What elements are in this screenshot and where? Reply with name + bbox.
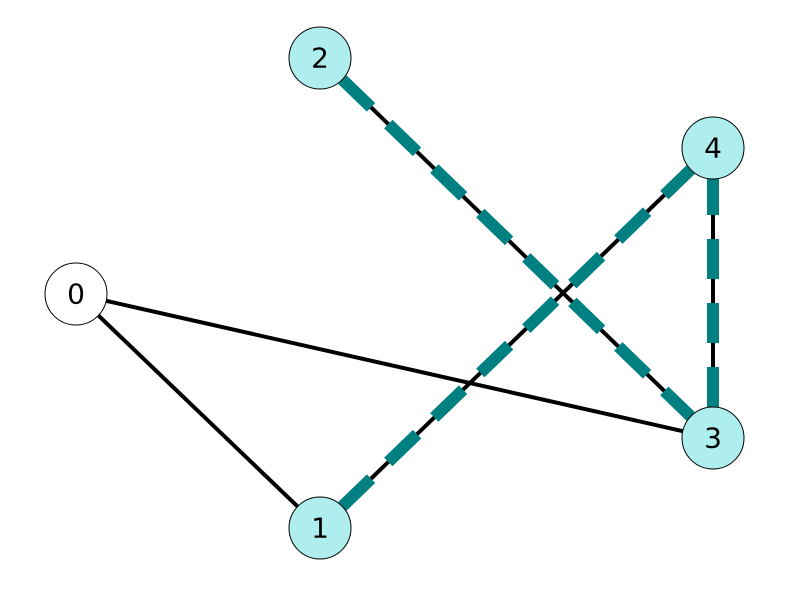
- node-circle-2: [288, 26, 352, 90]
- node-3: 3: [681, 406, 745, 470]
- node-0: 0: [44, 262, 108, 326]
- nodes-layer: 0 1 2 3 4: [44, 26, 745, 560]
- edges-layer: [74, 56, 719, 530]
- node-label-2: 2: [311, 42, 329, 75]
- edge-0-1: [74, 292, 322, 530]
- node-4: 4: [681, 116, 745, 180]
- node-1: 1: [288, 496, 352, 560]
- node-circle-3: [681, 406, 745, 470]
- edge-2-3: [318, 56, 715, 440]
- node-label-1: 1: [311, 512, 329, 545]
- edge-0-3: [75, 292, 714, 440]
- node-label-4: 4: [704, 132, 722, 165]
- edge-1-4: [318, 146, 715, 530]
- node-circle-0: [44, 262, 108, 326]
- highlighted-edge-2-3: [338, 75, 695, 421]
- highlighted-edge-1-4: [338, 165, 695, 511]
- node-circle-4: [681, 116, 745, 180]
- node-2: 2: [288, 26, 352, 90]
- node-circle-1: [288, 496, 352, 560]
- node-label-3: 3: [704, 422, 722, 455]
- node-label-0: 0: [67, 278, 85, 311]
